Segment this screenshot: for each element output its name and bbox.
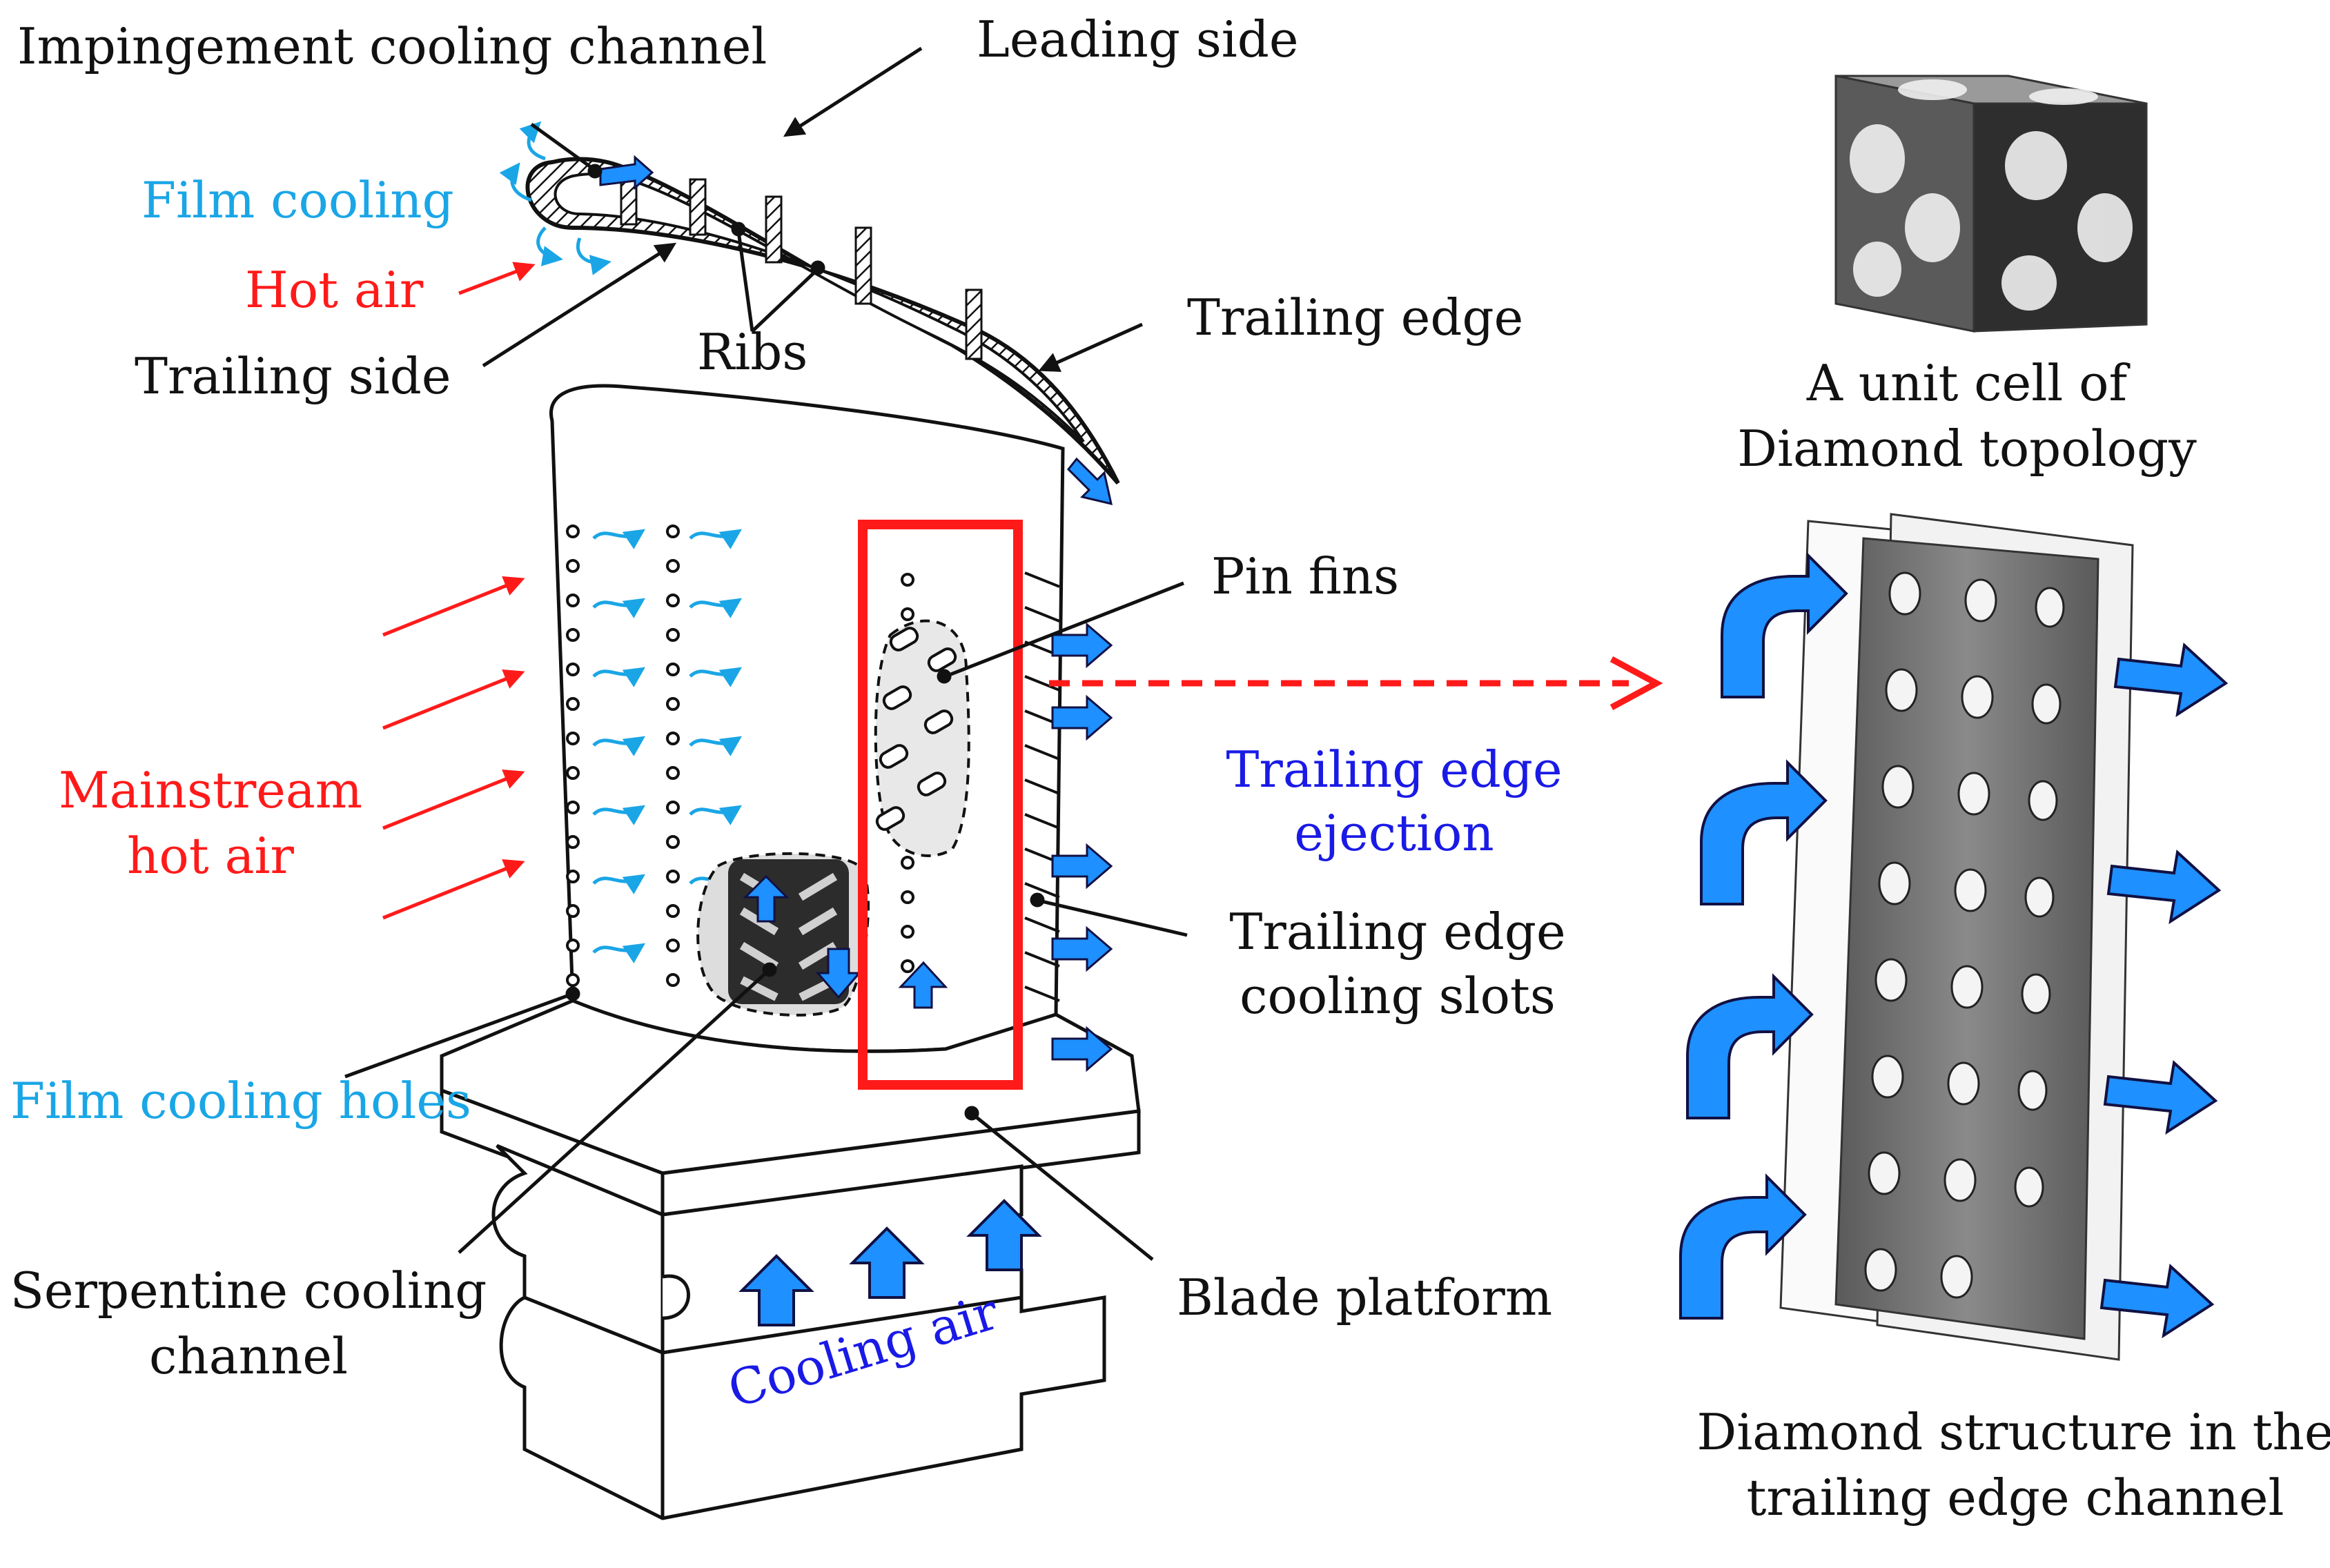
label-diamond-line1: Diamond structure in the [1696,1403,2330,1461]
label-ribs: Ribs [697,323,807,381]
label-trailing-edge: Trailing edge [1187,288,1523,346]
hot-air-arrow-icon [458,262,536,295]
label-film-cooling: Film cooling [141,171,454,229]
label-serpentine-line2: channel [149,1327,348,1385]
mainstream-arrows [382,576,525,920]
serpentine-down-arrow-icon [815,948,862,999]
label-leading-side: Leading side [977,10,1299,68]
cooling-air-arrows [738,1199,1042,1326]
label-te-slots-line1: Trailing edge [1229,903,1565,961]
label-pin-fins: Pin fins [1211,547,1399,605]
blade-platform-top [440,999,1141,1175]
lattice-inlet-arrows [1679,552,1848,1320]
label-unit-cell-line2: Diamond topology [1737,420,2197,478]
serpentine-up-arrow-icon [743,874,790,923]
label-diamond-line2: trailing edge channel [1747,1469,2284,1527]
label-trailing-side: Trailing side [135,347,451,405]
label-te-ejection-line1: Trailing edge [1226,741,1562,798]
lattice-outlet-arrows [2099,643,2229,1339]
blade-leaders [344,581,1188,1261]
label-mainstream-line2: hot air [127,827,294,885]
unit-cell-cube [1834,75,2148,333]
airfoil-leaders [482,46,1144,372]
label-serpentine-line1: Serpentine cooling [10,1262,487,1320]
serpentine-inset [696,852,948,1017]
blade-platform-side [660,1109,1141,1217]
label-te-slots-line2: cooling slots [1240,967,1556,1025]
channel-up-arrow-icon [898,961,948,1009]
trailing-edge-highlight-box [858,520,1023,1090]
film-flow-arrows [592,529,742,963]
label-impingement: Impingement cooling channel [17,17,767,75]
label-te-ejection-line2: ejection [1294,804,1494,862]
diamond-lattice-panel [1779,513,2134,1361]
impingement-arrow-icon [599,155,654,190]
label-film-cooling-holes: Film cooling holes [10,1072,471,1130]
trailing-edge-ejection-arrow-icon [1066,457,1113,506]
trailing-edge-ejection-arrows [1051,622,1113,1072]
pin-fins-inset [874,619,970,857]
film-cooling-holes [566,525,914,987]
trailing-edge-slots [1024,571,1060,1002]
label-unit-cell-line1: A unit cell of [1806,354,2131,412]
blade-body [440,384,1141,1520]
label-mainstream-line1: Mainstream [59,761,362,819]
label-blade-platform: Blade platform [1177,1268,1552,1326]
label-hot-air: Hot air [245,261,424,319]
